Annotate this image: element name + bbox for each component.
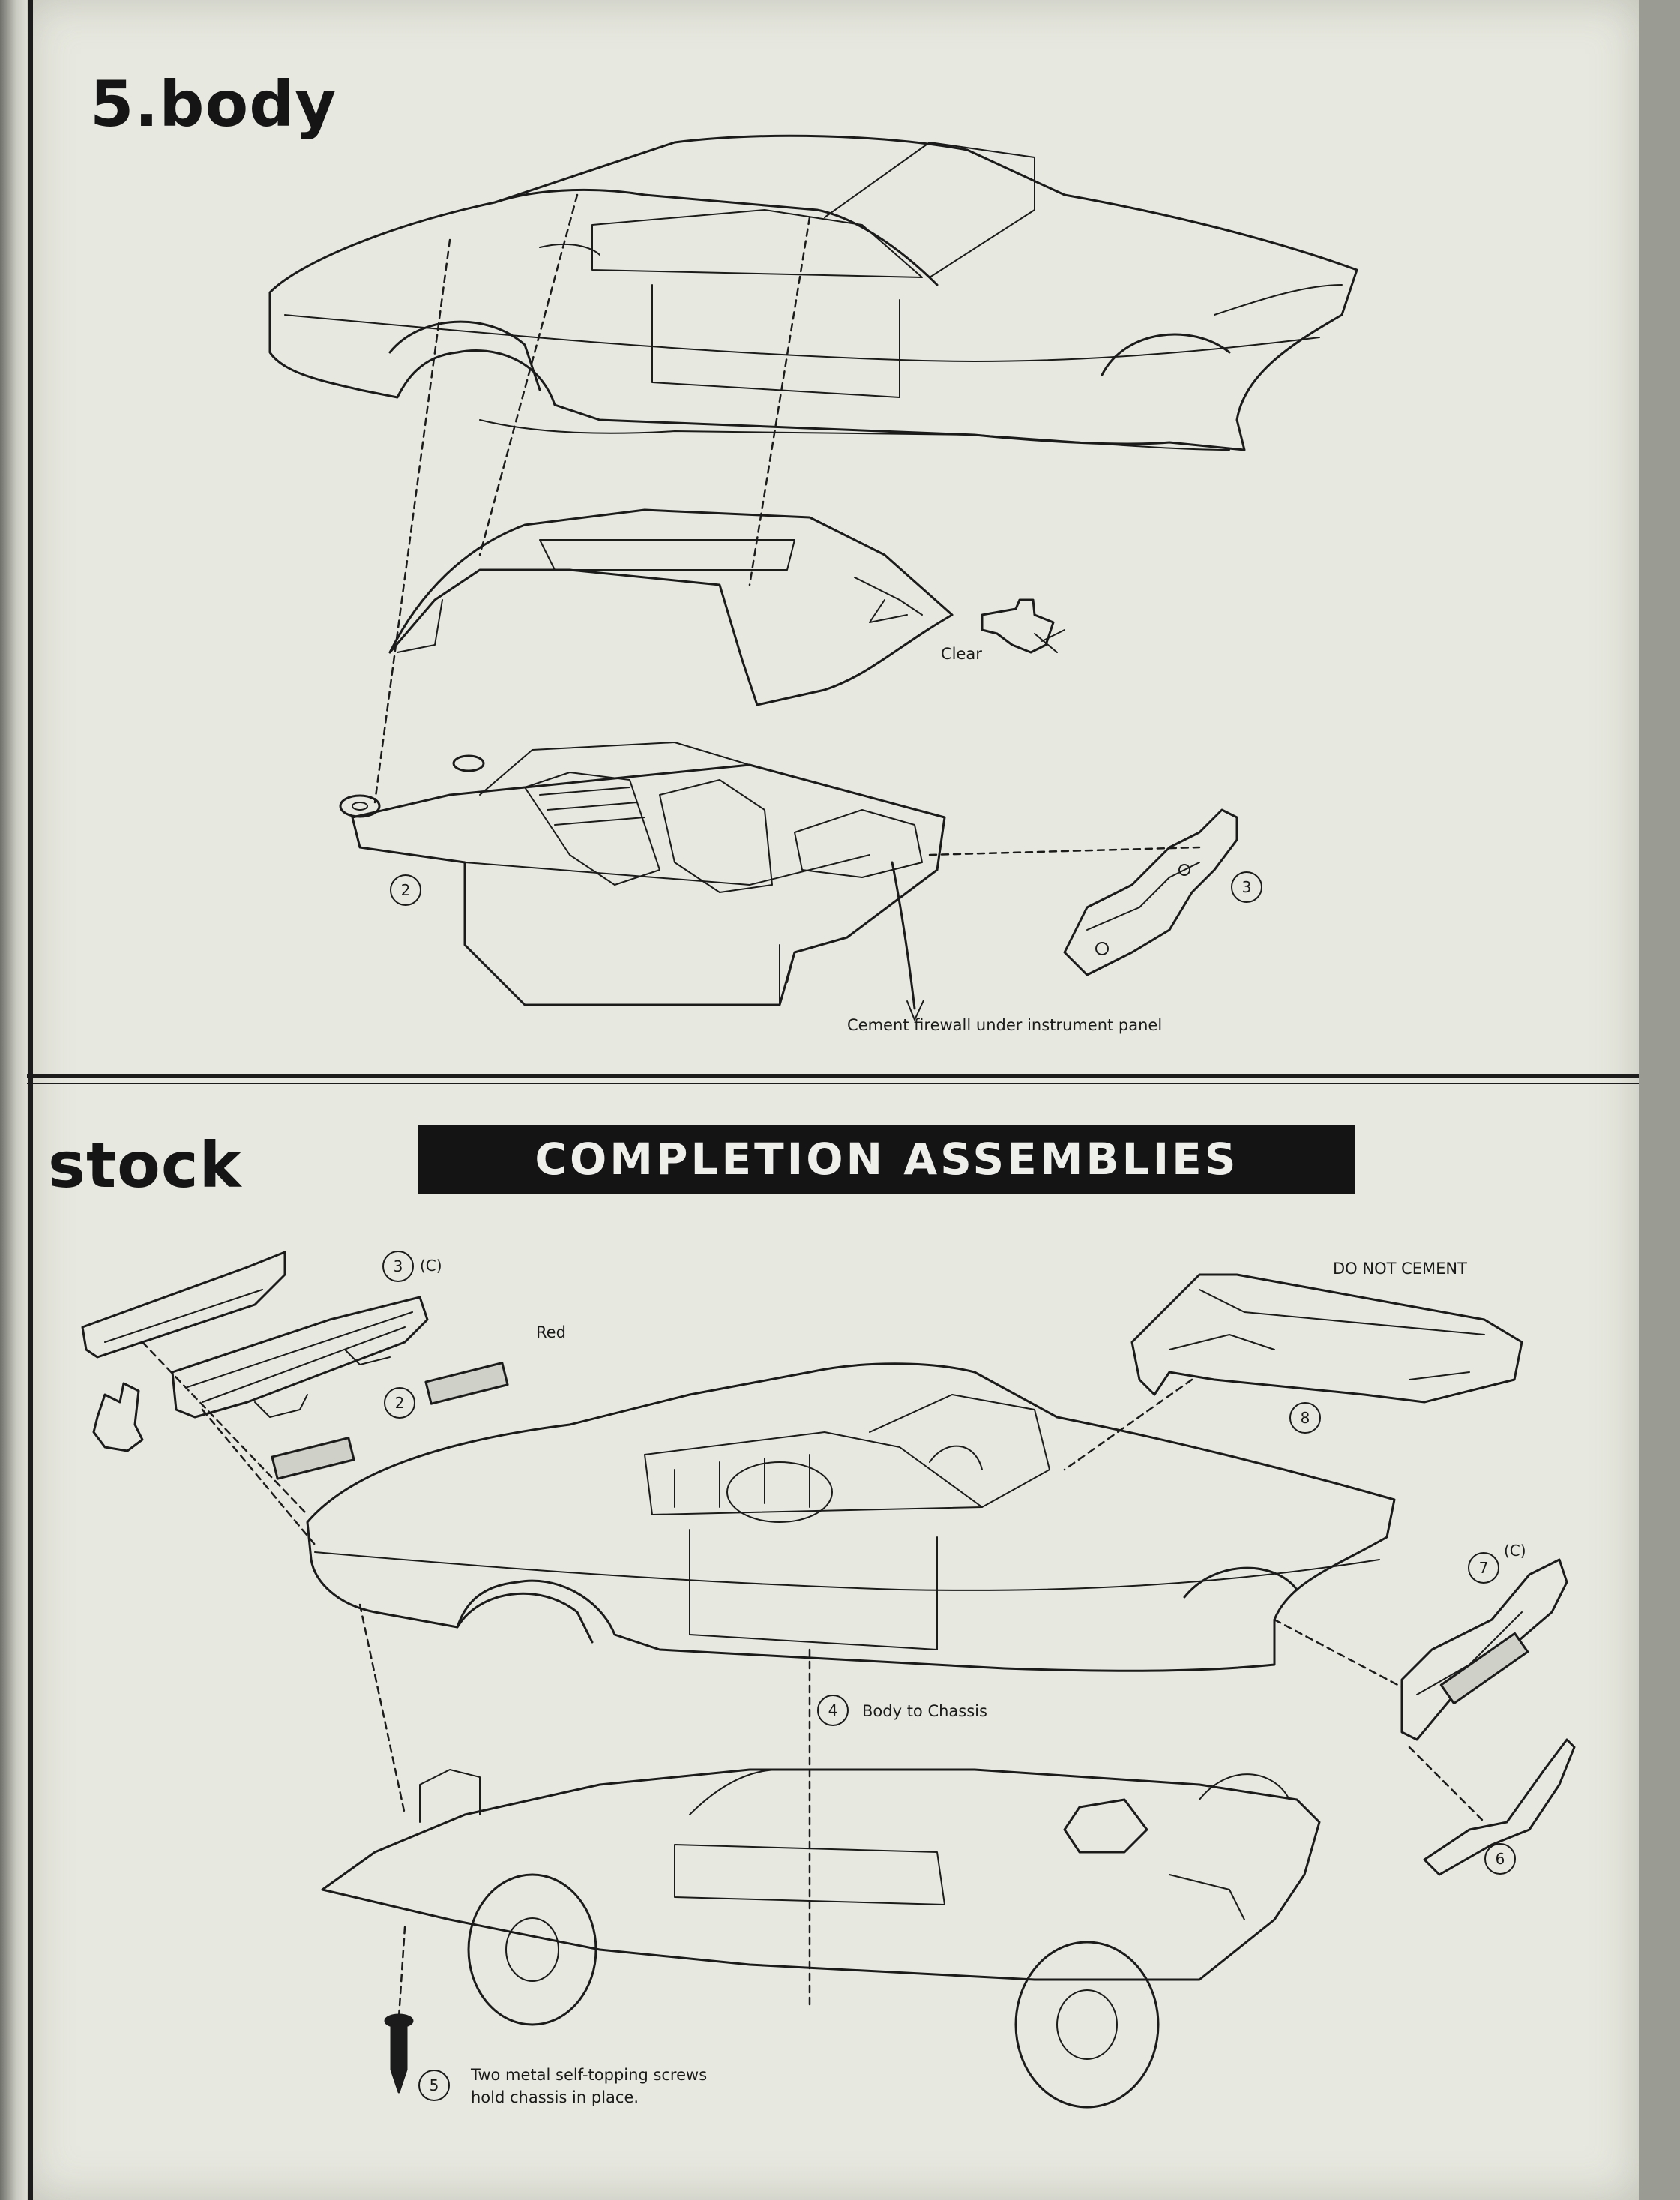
binding-spine — [0, 0, 27, 2200]
hood-part-illustration — [1130, 1273, 1523, 1404]
car-body-shell-illustration — [268, 134, 1358, 451]
pointing-hand-icon — [981, 598, 1065, 654]
label-do-not-cement: DO NOT CEMENT — [1333, 1260, 1467, 1278]
interior-tub-illustration — [339, 742, 946, 1006]
firewall-part-illustration — [1063, 808, 1238, 976]
part-number-3-completion: 3 — [382, 1251, 414, 1282]
label-cement-firewall: Cement firewall under instrument panel — [847, 1016, 1163, 1034]
instruction-sheet — [27, 0, 1639, 2200]
section-title-stock: stock — [48, 1128, 242, 1202]
clear-glass-insert-illustration — [388, 508, 954, 706]
label-clear: Clear — [941, 645, 982, 663]
part-number-3: 3 — [1231, 871, 1262, 903]
chassis-illustration — [321, 1768, 1321, 2109]
rear-bumper-part-illustration — [1400, 1558, 1568, 1741]
label-body-to-chassis: Body to Chassis — [862, 1702, 987, 1720]
part-number-8: 8 — [1289, 1402, 1321, 1434]
section-title-body: 5.body — [90, 67, 337, 141]
completion-assemblies-banner: COMPLETION ASSEMBLIES — [418, 1125, 1355, 1194]
label-screws-line1: Two metal self-topping screws — [471, 2066, 708, 2084]
label-screws-line2: hold chassis in place. — [471, 2088, 639, 2106]
part-number-5: 5 — [418, 2070, 450, 2101]
pointing-hand-icon-completion — [92, 1382, 144, 1452]
part-number-7: 7 — [1468, 1552, 1499, 1584]
part-number-6: 6 — [1484, 1843, 1516, 1875]
bumper-parts-illustration — [81, 1251, 509, 1480]
part-number-4: 4 — [817, 1695, 849, 1726]
bumper-bracket-part-illustration — [1423, 1738, 1576, 1876]
screw-illustration — [384, 2013, 414, 2094]
part-number-2-completion: 2 — [384, 1387, 415, 1419]
completed-car-body-illustration — [306, 1362, 1396, 1672]
label-red: Red — [536, 1323, 566, 1341]
binding-edge — [28, 0, 33, 2200]
part-number-2: 2 — [390, 874, 421, 906]
part-7-chrome-tag: (C) — [1504, 1542, 1526, 1560]
section-divider-thin — [27, 1083, 1639, 1084]
section-divider — [27, 1074, 1639, 1078]
part-3-chrome-tag: (C) — [420, 1257, 442, 1275]
